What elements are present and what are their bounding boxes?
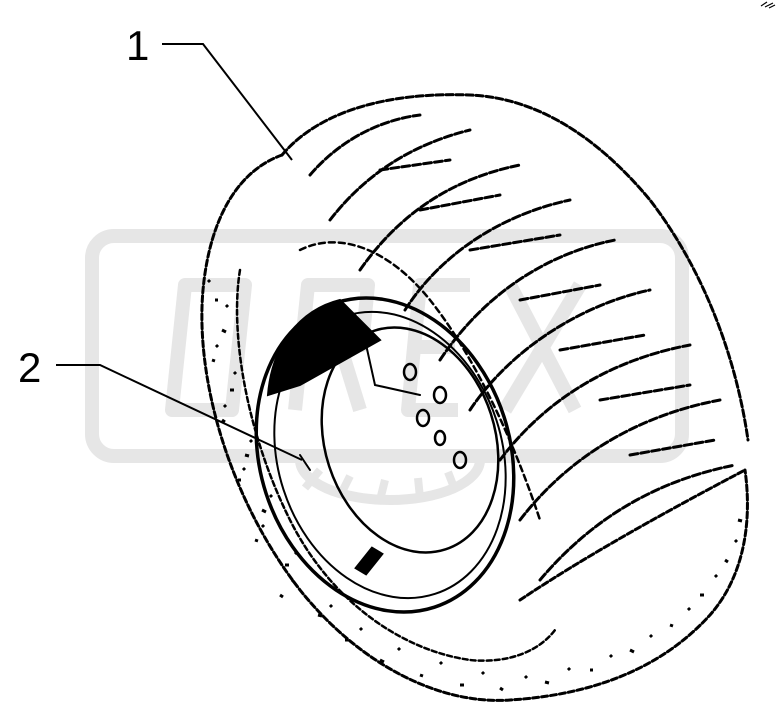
leader-line-2 <box>56 364 303 461</box>
leader-line-1 <box>162 43 293 161</box>
callout-number-2: 2 <box>18 344 42 391</box>
corner-mark-icon <box>760 1 776 9</box>
lug-bolt-holes <box>402 362 468 470</box>
leader-lines <box>56 43 303 461</box>
watermark-logo <box>85 229 689 505</box>
valve-stem <box>354 546 384 576</box>
callout-number-1: 1 <box>126 22 150 69</box>
wheel-rim <box>254 296 516 614</box>
tire-outline <box>200 93 750 702</box>
sidewall-texture <box>206 278 743 692</box>
